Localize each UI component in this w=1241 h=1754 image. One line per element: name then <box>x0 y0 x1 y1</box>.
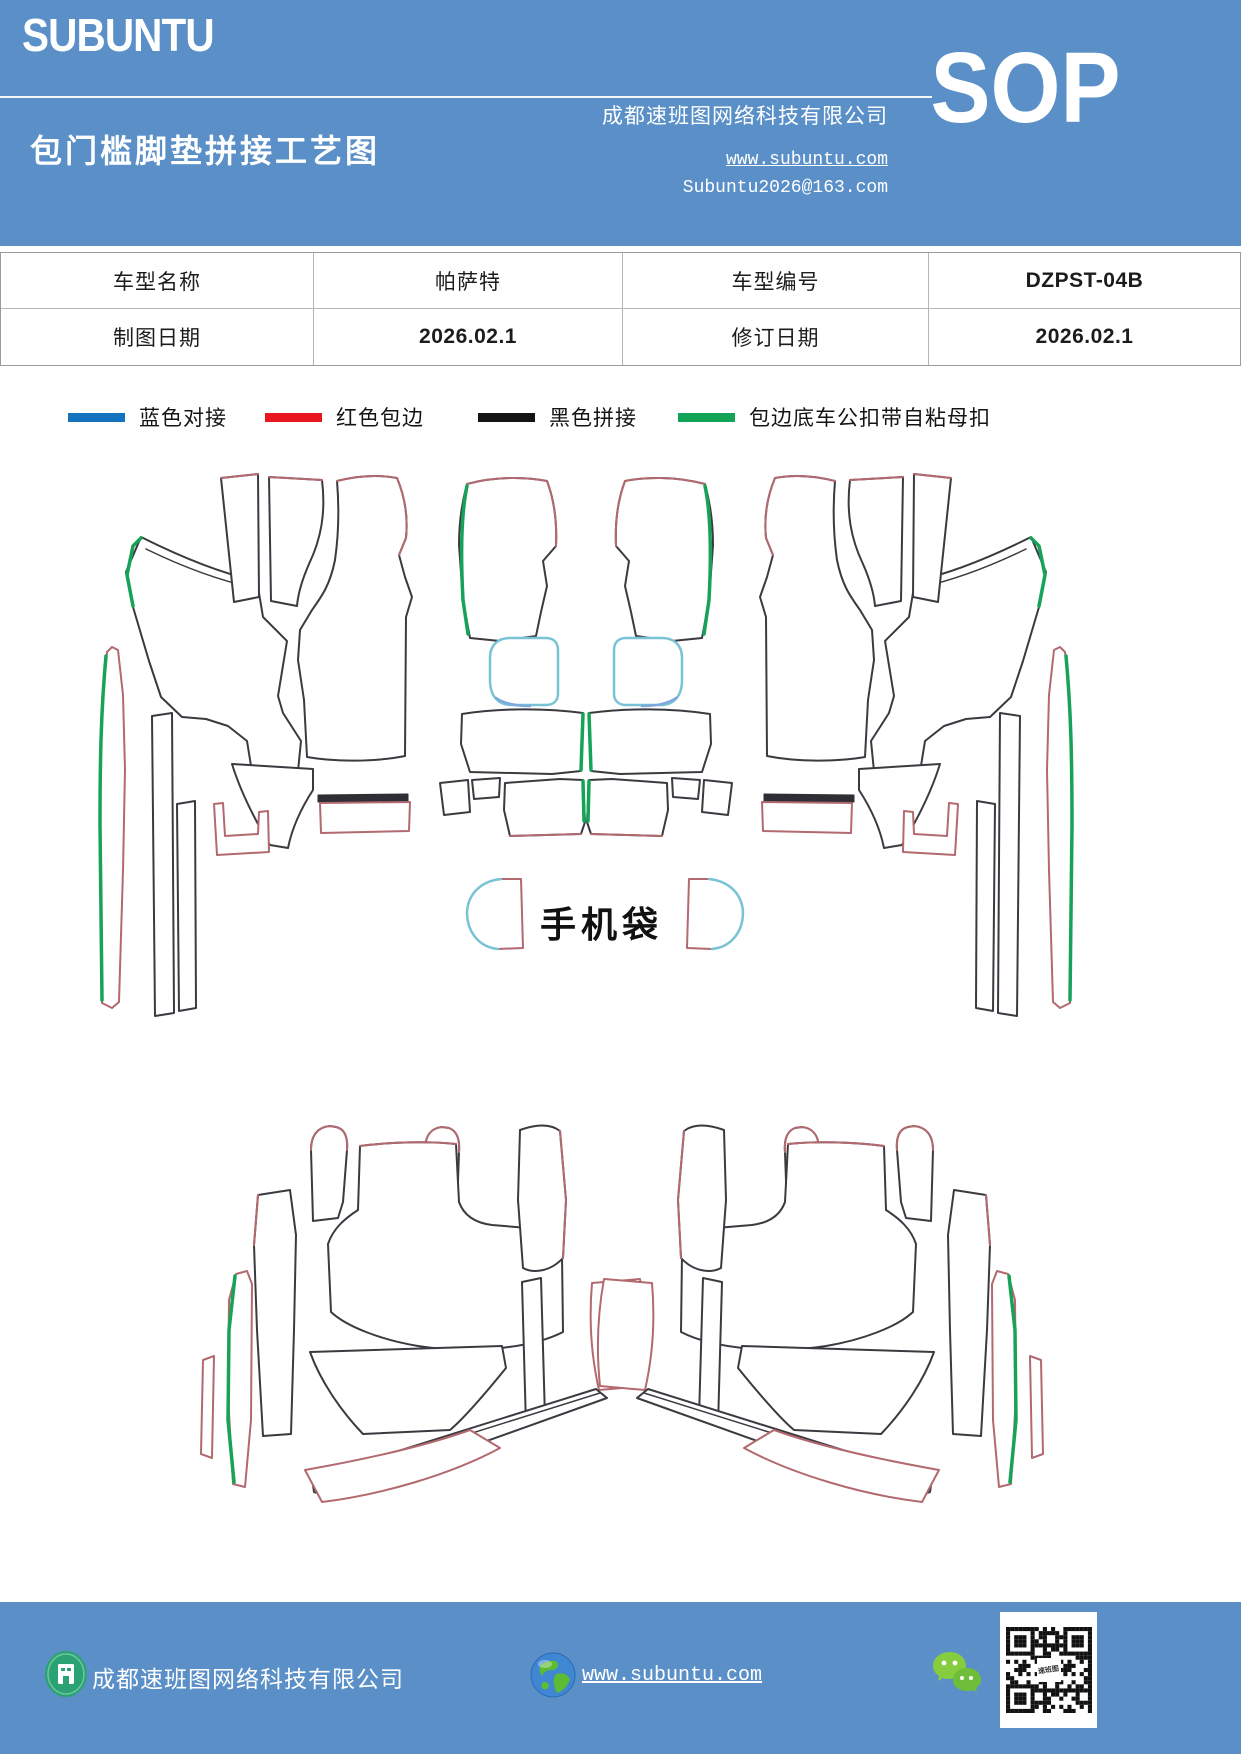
header-website-link[interactable]: www.subuntu.com <box>725 150 888 170</box>
page-title: 包门槛脚垫拼接工艺图 <box>30 133 381 169</box>
header-band: SUBUNTU 包门槛脚垫拼接工艺图 成都速班图网络科技有限公司 www.sub… <box>0 0 1241 246</box>
red-line-swatch <box>265 412 322 422</box>
rear-mat-right-set <box>596 1123 1045 1504</box>
phone-bag-piece-right <box>685 877 745 951</box>
header-divider-line <box>0 96 932 98</box>
table-label-model-code: 车型编号 <box>623 253 929 309</box>
table-label-model-name: 车型名称 <box>1 253 314 309</box>
legend-label: 黑色拼接 <box>549 406 637 430</box>
qr-code: 速班图 <box>1000 1612 1097 1728</box>
legend-label: 蓝色对接 <box>139 406 227 430</box>
phone-bag-label: 手机袋 <box>540 905 664 945</box>
table-value-model-name: 帕萨特 <box>314 253 623 309</box>
wechat-icon <box>933 1652 981 1692</box>
legend-label: 包边底车公扣带自粘母扣 <box>749 406 991 430</box>
company-building-icon <box>45 1651 87 1697</box>
legend-item-blue-butt: 蓝色对接 <box>68 403 227 431</box>
globe-icon <box>530 1652 576 1698</box>
vehicle-info-table: 车型名称 帕萨特 车型编号 DZPST-04B 制图日期 2026.02.1 修… <box>0 252 1241 366</box>
phone-bag-piece-left <box>465 877 525 951</box>
footer-website-link[interactable]: www.subuntu.com <box>582 1664 763 1687</box>
brand-logo: SUBUNTU <box>22 9 215 61</box>
black-line-swatch <box>478 412 535 422</box>
qr-center-logo: 速班图 <box>1036 1658 1061 1682</box>
legend-label: 红色包边 <box>336 406 424 430</box>
table-label-revise-date: 修订日期 <box>623 309 929 365</box>
legend-item-black-splice: 黑色拼接 <box>478 403 637 431</box>
legend-item-green-fastener: 包边底车公扣带自粘母扣 <box>678 403 991 431</box>
header-email: Subuntu2026@163.com <box>682 178 888 198</box>
blue-line-swatch <box>68 412 125 422</box>
rear-mat-left-set <box>199 1123 648 1504</box>
table-value-model-code: DZPST-04B <box>929 253 1240 309</box>
footer-band: 成都速班图网络科技有限公司 www.subuntu.com 速班图 <box>0 1602 1241 1754</box>
legend-item-red-binding: 红色包边 <box>265 403 424 431</box>
green-line-swatch <box>678 412 735 422</box>
table-value-draw-date: 2026.02.1 <box>314 309 623 365</box>
table-label-draw-date: 制图日期 <box>1 309 314 365</box>
footer-company-name: 成都速班图网络科技有限公司 <box>92 1667 404 1692</box>
header-company-name: 成都速班图网络科技有限公司 <box>602 104 888 128</box>
table-value-revise-date: 2026.02.1 <box>1035 325 1134 348</box>
